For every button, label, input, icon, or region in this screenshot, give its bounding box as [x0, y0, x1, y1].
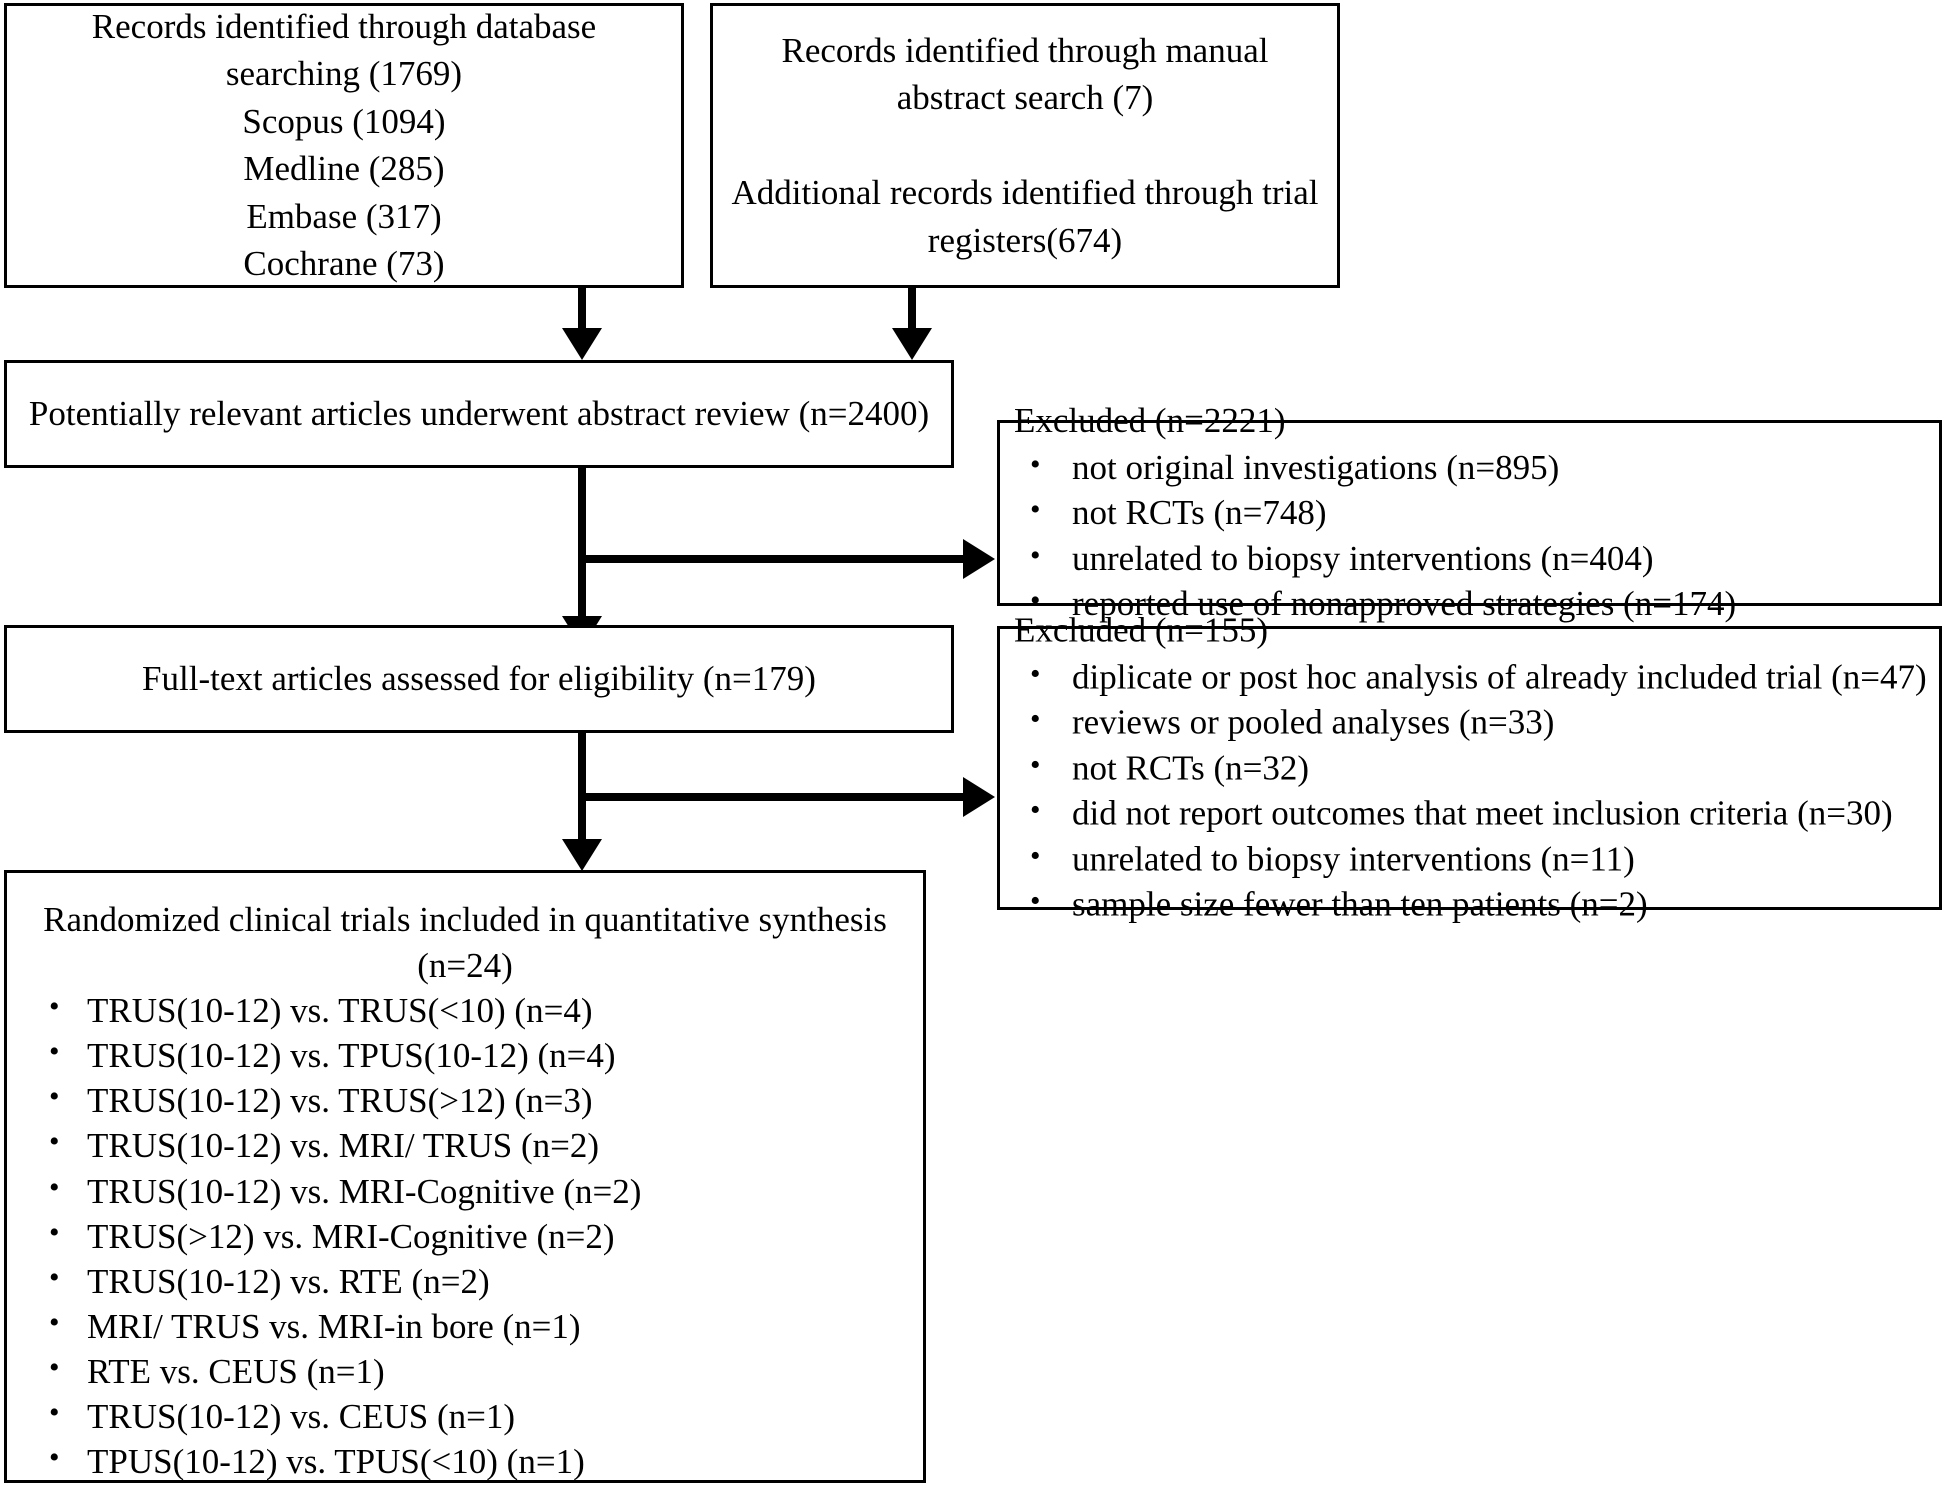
database-search-text: Records identified through database sear… [91, 6, 597, 284]
box-manual-search: Records identified through manual abstra… [710, 3, 1340, 288]
full-text-text: Full-text articles assessed for eligibil… [142, 659, 816, 698]
list-item: TRUS(<10) vs. TRUS(Vienna nomogram) (n=1… [21, 1485, 909, 1487]
list-item: RTE vs. CEUS (n=1) [21, 1349, 909, 1394]
abstract-review-text: Potentially relevant articles underwent … [28, 394, 930, 433]
list-item: did not report outcomes that meet inclus… [1014, 791, 1925, 837]
connector-abstract-review-to-excluded-line [578, 555, 968, 563]
list-item: TRUS(10-12) vs. RTE (n=2) [21, 1259, 909, 1304]
box-excluded-abstract: Excluded (n=2221) not original investiga… [997, 401, 1942, 623]
box-abstract-review: Potentially relevant articles underwent … [4, 360, 954, 468]
excluded-fulltext-list: diplicate or post hoc analysis of alread… [1014, 654, 1927, 928]
list-item: sample size fewer than ten patients (n=2… [1014, 882, 1925, 928]
list-item: TRUS(10-12) vs. CEUS (n=1) [21, 1394, 909, 1439]
list-item: TRUS(10-12) vs. MRI/ TRUS (n=2) [21, 1123, 909, 1168]
manual-search-text: Records identified through manual abstra… [731, 30, 1319, 260]
list-item: not RCTs (n=748) [1014, 490, 1925, 536]
list-item: TRUS(10-12) vs. MRI-Cognitive (n=2) [21, 1169, 909, 1214]
box-database-search: Records identified through database sear… [4, 3, 684, 288]
list-item: TRUS(>12) vs. MRI-Cognitive (n=2) [21, 1214, 909, 1259]
excluded-abstract-list: not original investigations (n=895) not … [1014, 445, 1925, 627]
connector-full-text-to-synthesis-arrowhead [562, 839, 602, 871]
list-item: reviews or pooled analyses (n=33) [1014, 700, 1925, 746]
connector-full-text-to-excluded-arrowhead [963, 777, 995, 817]
list-item: TRUS(10-12) vs. TPUS(10-12) (n=4) [21, 1033, 909, 1078]
connector-manual-to-abstract-review-line [908, 288, 916, 330]
box-full-text: Full-text articles assessed for eligibil… [4, 625, 954, 733]
list-item: unrelated to biopsy interventions (n=404… [1014, 536, 1925, 582]
list-item: not RCTs (n=32) [1014, 745, 1925, 791]
connector-database-to-abstract-review-line [578, 288, 586, 330]
connector-full-text-to-excluded-line [578, 793, 968, 801]
list-item: MRI/ TRUS vs. MRI-in bore (n=1) [21, 1304, 909, 1349]
excluded-abstract-header: Excluded (n=2221) [1014, 401, 1286, 441]
list-item: TPUS(10-12) vs. TPUS(<10) (n=1) [21, 1439, 909, 1484]
connector-abstract-review-to-excluded-arrowhead [963, 539, 995, 579]
list-item: TRUS(10-12) vs. TRUS(<10) (n=4) [21, 988, 909, 1033]
list-item: diplicate or post hoc analysis of alread… [1014, 654, 1927, 700]
box-excluded-fulltext: Excluded (n=155) diplicate or post hoc a… [997, 611, 1942, 924]
included-synthesis-header: Randomized clinical trials included in q… [43, 900, 887, 985]
list-item: TRUS(10-12) vs. TRUS(>12) (n=3) [21, 1078, 909, 1123]
connector-abstract-review-to-full-text-line [578, 468, 586, 618]
connector-full-text-to-synthesis-line [578, 733, 586, 841]
box-included-synthesis: Randomized clinical trials included in q… [4, 870, 926, 1487]
included-synthesis-list: TRUS(10-12) vs. TRUS(<10) (n=4) TRUS(10-… [21, 988, 909, 1487]
list-item: not original investigations (n=895) [1014, 445, 1925, 491]
excluded-fulltext-header: Excluded (n=155) [1014, 610, 1268, 650]
connector-manual-to-abstract-review-arrowhead [892, 328, 932, 360]
connector-database-to-abstract-review-arrowhead [562, 328, 602, 360]
list-item: reported use of nonapproved strategies (… [1014, 581, 1925, 627]
list-item: unrelated to biopsy interventions (n=11) [1014, 836, 1925, 882]
